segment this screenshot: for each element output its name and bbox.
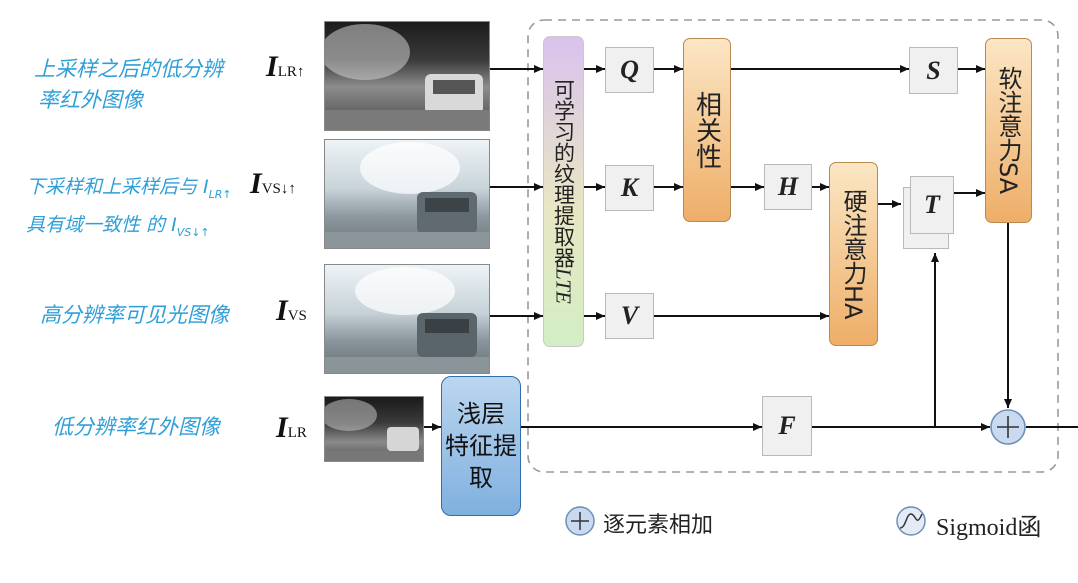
learnable-texture-extractor: 可学习的纹理提取器LTE xyxy=(543,36,584,347)
label-i-vs: IVS xyxy=(276,294,307,327)
annotation-domain-consistency: 下采样和上采样后与 ILR↑ 具有域一致性 的 IVS↓↑ xyxy=(26,176,232,239)
node-s: S xyxy=(909,47,958,94)
lte-abbr: LTE xyxy=(551,268,576,304)
legend-sigmoid-icon xyxy=(896,506,926,536)
node-t: T xyxy=(910,176,954,234)
lte-label: 可学习的纹理提取器 xyxy=(551,79,576,269)
label-i-lr-up: ILR↑ xyxy=(266,50,305,83)
image-vs-resampled xyxy=(324,139,490,249)
annotation-lr-ir: 低分辨率红外图像 xyxy=(52,415,220,439)
image-ir-upsampled xyxy=(324,21,490,131)
texture-transformer-frame xyxy=(527,19,1059,473)
node-h: H xyxy=(764,164,812,210)
node-q: Q xyxy=(605,47,654,93)
node-v: V xyxy=(605,293,654,339)
label-i-lr: ILR xyxy=(276,411,307,444)
add-node-icon xyxy=(990,409,1026,445)
shallow-feature-extraction: 浅层 特征提取 xyxy=(441,376,521,516)
annotation-hr-visible: 高分辨率可见光图像 xyxy=(40,303,229,327)
legend-sigmoid-label: Sigmoid函 xyxy=(936,515,1042,541)
relevance-module: 相关性 xyxy=(683,38,731,222)
label-i-vs-du: IVS↓↑ xyxy=(250,167,296,200)
node-f: F xyxy=(762,396,812,456)
annotation-upsampled-ir: 上采样之后的低分辨 率红外图像 xyxy=(34,57,223,112)
soft-attention-module: 软注意力SA xyxy=(985,38,1032,223)
node-k: K xyxy=(605,165,654,211)
image-ir-lr xyxy=(324,396,424,462)
image-vs-hr xyxy=(324,264,490,374)
hard-attention-module: 硬注意力HA xyxy=(829,162,878,346)
legend-add-label: 逐元素相加 xyxy=(603,513,714,538)
legend-add-icon xyxy=(565,506,595,536)
